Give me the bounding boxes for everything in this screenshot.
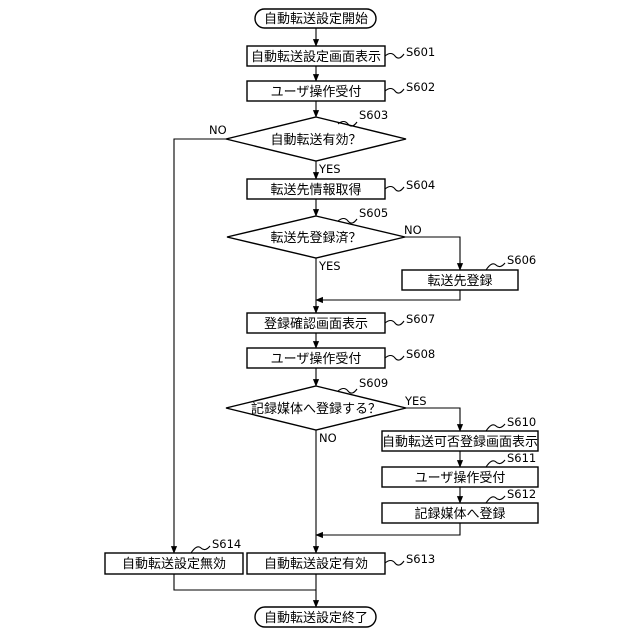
leader-s611	[486, 460, 505, 467]
step-s614: S614	[212, 537, 241, 551]
node-s612-label: 記録媒体へ登録	[414, 506, 505, 522]
node-s614-label: 自動転送設定無効	[122, 556, 226, 572]
leader-s613	[385, 561, 404, 566]
node-s605: 転送先登録済？	[227, 216, 405, 258]
label-s605-yes: YES	[318, 259, 341, 273]
step-s608: S608	[406, 347, 435, 361]
edge-s614-end	[174, 574, 316, 590]
step-s604: S604	[406, 178, 435, 192]
node-s613-label: 自動転送設定有効	[264, 556, 368, 572]
step-s607: S607	[406, 312, 435, 326]
node-s610-label: 自動転送可否登録画面表示	[382, 435, 538, 450]
node-start: 自動転送設定開始	[255, 9, 376, 28]
leader-s604	[385, 187, 404, 192]
node-s607-label: 登録確認画面表示	[264, 316, 368, 332]
node-s607: 登録確認画面表示	[247, 313, 385, 333]
node-s610: 自動転送可否登録画面表示	[382, 431, 538, 451]
node-s608-label: ユーザ操作受付	[271, 351, 362, 367]
node-s611-label: ユーザ操作受付	[415, 470, 506, 486]
node-s606: 転送先登録	[402, 270, 518, 290]
edge-s606-merge	[316, 290, 460, 300]
node-s609: 記録媒体へ登録する？	[226, 386, 406, 430]
step-numbers: S601 S602 S603 S604 S605 S606 S607 S608 …	[212, 45, 536, 566]
node-end-label: 自動転送設定終了	[264, 610, 368, 626]
node-s602: ユーザ操作受付	[247, 81, 385, 101]
node-s601: 自動転送設定画面表示	[247, 46, 385, 66]
step-s602: S602	[406, 80, 435, 94]
step-s610: S610	[507, 415, 536, 429]
leader-s601	[385, 54, 404, 59]
node-s604-label: 転送先情報取得	[270, 182, 361, 198]
leader-s612	[486, 496, 505, 503]
label-s603-no: NO	[209, 123, 227, 137]
step-s613: S613	[406, 552, 435, 566]
node-s611: ユーザ操作受付	[382, 467, 538, 487]
node-s604: 転送先情報取得	[247, 179, 385, 199]
node-s603: 自動転送有効？	[226, 117, 406, 161]
label-s603-yes: YES	[318, 162, 341, 176]
step-s606: S606	[507, 253, 536, 267]
step-s605: S605	[359, 206, 388, 220]
node-s601-label: 自動転送設定画面表示	[251, 49, 381, 65]
node-s612: 記録媒体へ登録	[382, 503, 538, 523]
step-s601: S601	[406, 45, 435, 59]
label-s605-no: NO	[404, 223, 422, 237]
edge-s612-merge	[316, 523, 460, 535]
label-s609-yes: YES	[404, 394, 427, 408]
leader-s602	[385, 89, 404, 94]
node-s609-label: 記録媒体へ登録する？	[251, 401, 381, 417]
node-end: 自動転送設定終了	[255, 607, 376, 627]
step-s611: S611	[507, 451, 536, 465]
node-s602-label: ユーザ操作受付	[271, 84, 362, 100]
edge-s603-no-s614	[174, 139, 226, 553]
node-start-label: 自動転送設定開始	[264, 11, 368, 27]
node-s613: 自動転送設定有効	[247, 553, 385, 574]
leader-s610	[486, 424, 505, 431]
node-s606-label: 転送先登録	[427, 274, 492, 289]
node-s603-label: 自動転送有効？	[270, 133, 361, 148]
edge-s605-no-s606	[405, 237, 460, 270]
step-s603: S603	[359, 108, 388, 122]
leader-s608	[385, 356, 404, 361]
node-s614: 自動転送設定無効	[105, 553, 243, 574]
edge-s609-yes-s610	[406, 408, 460, 431]
step-s612: S612	[507, 487, 536, 501]
node-s605-label: 転送先登録済？	[270, 230, 361, 246]
label-s609-no: NO	[319, 431, 337, 445]
leader-s606	[486, 263, 505, 270]
leader-s614	[191, 546, 210, 553]
leader-s607	[385, 321, 404, 326]
step-s609: S609	[359, 376, 388, 390]
node-s608: ユーザ操作受付	[247, 348, 385, 368]
